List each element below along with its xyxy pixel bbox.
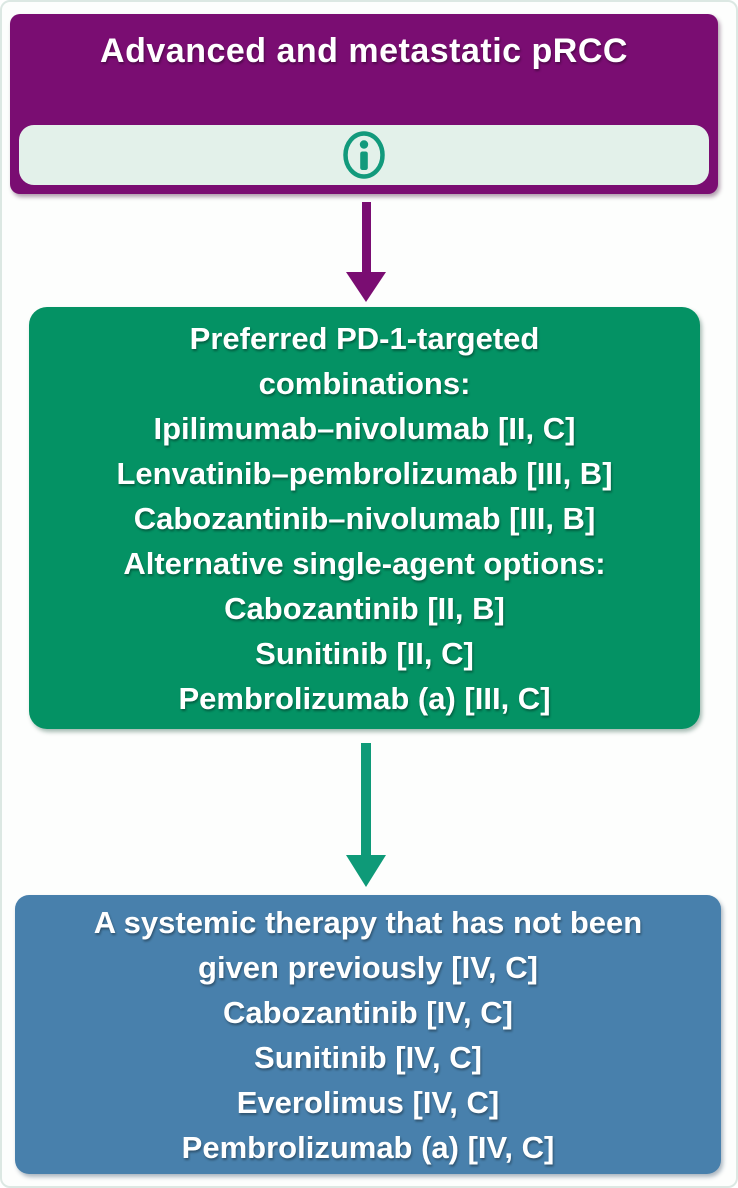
treatment-line: Preferred PD-1-targeted (189, 320, 540, 356)
treatment-line: Pembrolizumab (a) [III, C] (178, 680, 551, 716)
info-button[interactable] (19, 125, 709, 185)
arrow-shaft (361, 743, 371, 855)
arrow-head-icon (346, 855, 386, 887)
treatment-line: combinations: (258, 365, 471, 401)
node-first-line-treatment: Preferred PD-1-targeted combinations: Ip… (29, 307, 700, 729)
treatment-line: Alternative single-agent options: (123, 545, 606, 581)
treatment-line: Cabozantinib–nivolumab [III, B] (133, 500, 596, 536)
treatment-line: Sunitinib [IV, C] (254, 1039, 482, 1075)
treatment-line: Everolimus [IV, C] (236, 1084, 500, 1120)
treatment-line: A systemic therapy that has not been (93, 904, 643, 940)
arrow-down-1 (343, 202, 389, 302)
node-second-line-treatment: A systemic therapy that has not been giv… (15, 895, 721, 1174)
node-advanced-metastatic-prcc: Advanced and metastatic pRCC (10, 14, 718, 194)
treatment-line: Sunitinib [II, C] (255, 635, 474, 671)
arrow-shaft (361, 202, 371, 272)
treatment-line: Ipilimumab–nivolumab [II, C] (153, 410, 576, 446)
page-title: Advanced and metastatic pRCC (100, 32, 628, 70)
info-icon (343, 131, 385, 179)
treatment-line: Pembrolizumab (a) [IV, C] (181, 1129, 555, 1165)
arrow-down-2 (343, 743, 389, 887)
arrow-head-icon (346, 272, 386, 302)
treatment-line: given previously [IV, C] (198, 949, 538, 985)
treatment-line: Cabozantinib [II, B] (224, 590, 505, 626)
treatment-line: Lenvatinib–pembrolizumab [III, B] (116, 455, 613, 491)
treatment-line: Cabozantinib [IV, C] (223, 994, 513, 1030)
